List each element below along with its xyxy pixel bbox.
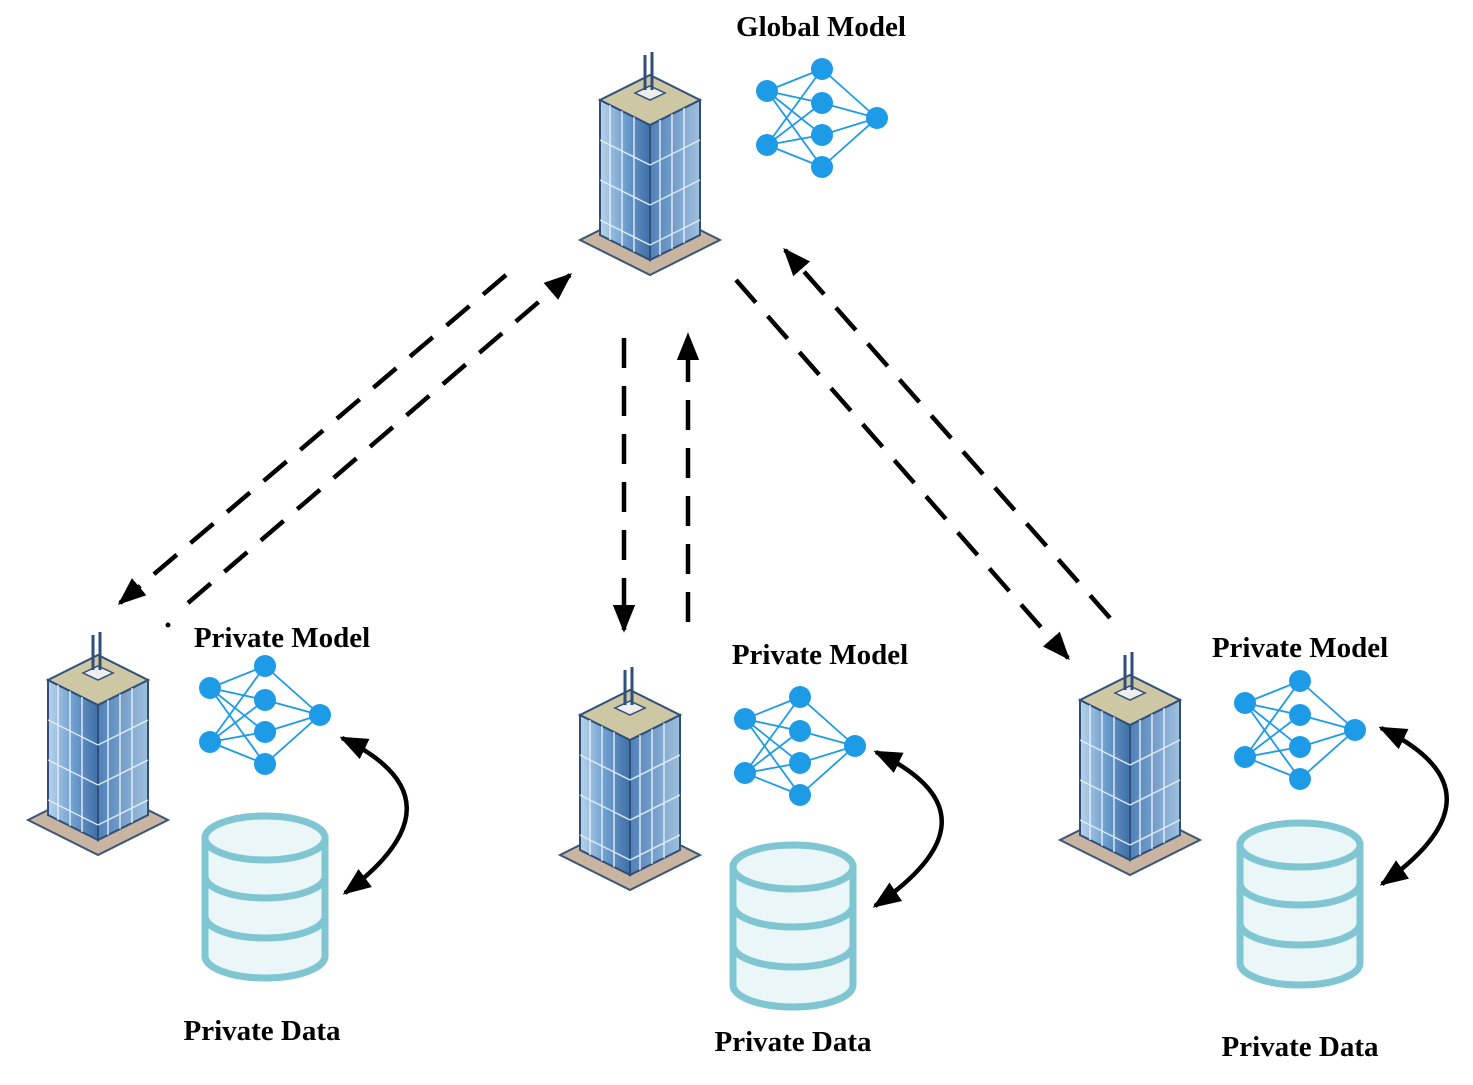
global-to-client-3-arrow: [734, 278, 1070, 661]
client-1-to-global-arrow: [186, 273, 573, 605]
client-1-private-data-label: Private Data: [183, 1015, 341, 1047]
client-3-building-icon: [1057, 652, 1203, 877]
client-1-model-data-arrow: [339, 735, 409, 895]
client-3-private-data-label: Private Data: [1221, 1031, 1379, 1063]
client-3-private-model-label: Private Model: [1211, 632, 1389, 664]
client-1-model-network-icon: [199, 655, 331, 775]
arrow-layer: [117, 247, 1449, 908]
client-1-private-model-label: Private Model: [193, 622, 371, 654]
building-layer: [25, 52, 1203, 892]
client-1-building-icon: [25, 632, 171, 857]
client-2-model-network-icon: [734, 686, 866, 806]
network-layer: [199, 58, 1366, 806]
database-layer: [201, 812, 1364, 1011]
client-2-private-data-label: Private Data: [714, 1026, 872, 1058]
global-server-building-icon: [577, 52, 723, 277]
client-3-model-data-arrow: [1378, 725, 1449, 886]
client-3-model-network-icon: [1234, 670, 1366, 790]
global-model-label: Global Model: [736, 11, 906, 43]
client-1-database-icon: [201, 812, 329, 982]
client-2-private-model-label: Private Model: [731, 639, 909, 671]
client-2-model-data-arrow: [872, 749, 944, 908]
client-2-database-icon: [729, 841, 857, 1011]
client-3-database-icon: [1236, 819, 1364, 989]
global-model-network-icon: [756, 58, 888, 178]
client-2-building-icon: [557, 667, 703, 892]
stray-dot: [165, 622, 171, 628]
global-to-client-1-arrow: [117, 273, 508, 605]
client-3-to-global-arrow: [783, 247, 1112, 620]
